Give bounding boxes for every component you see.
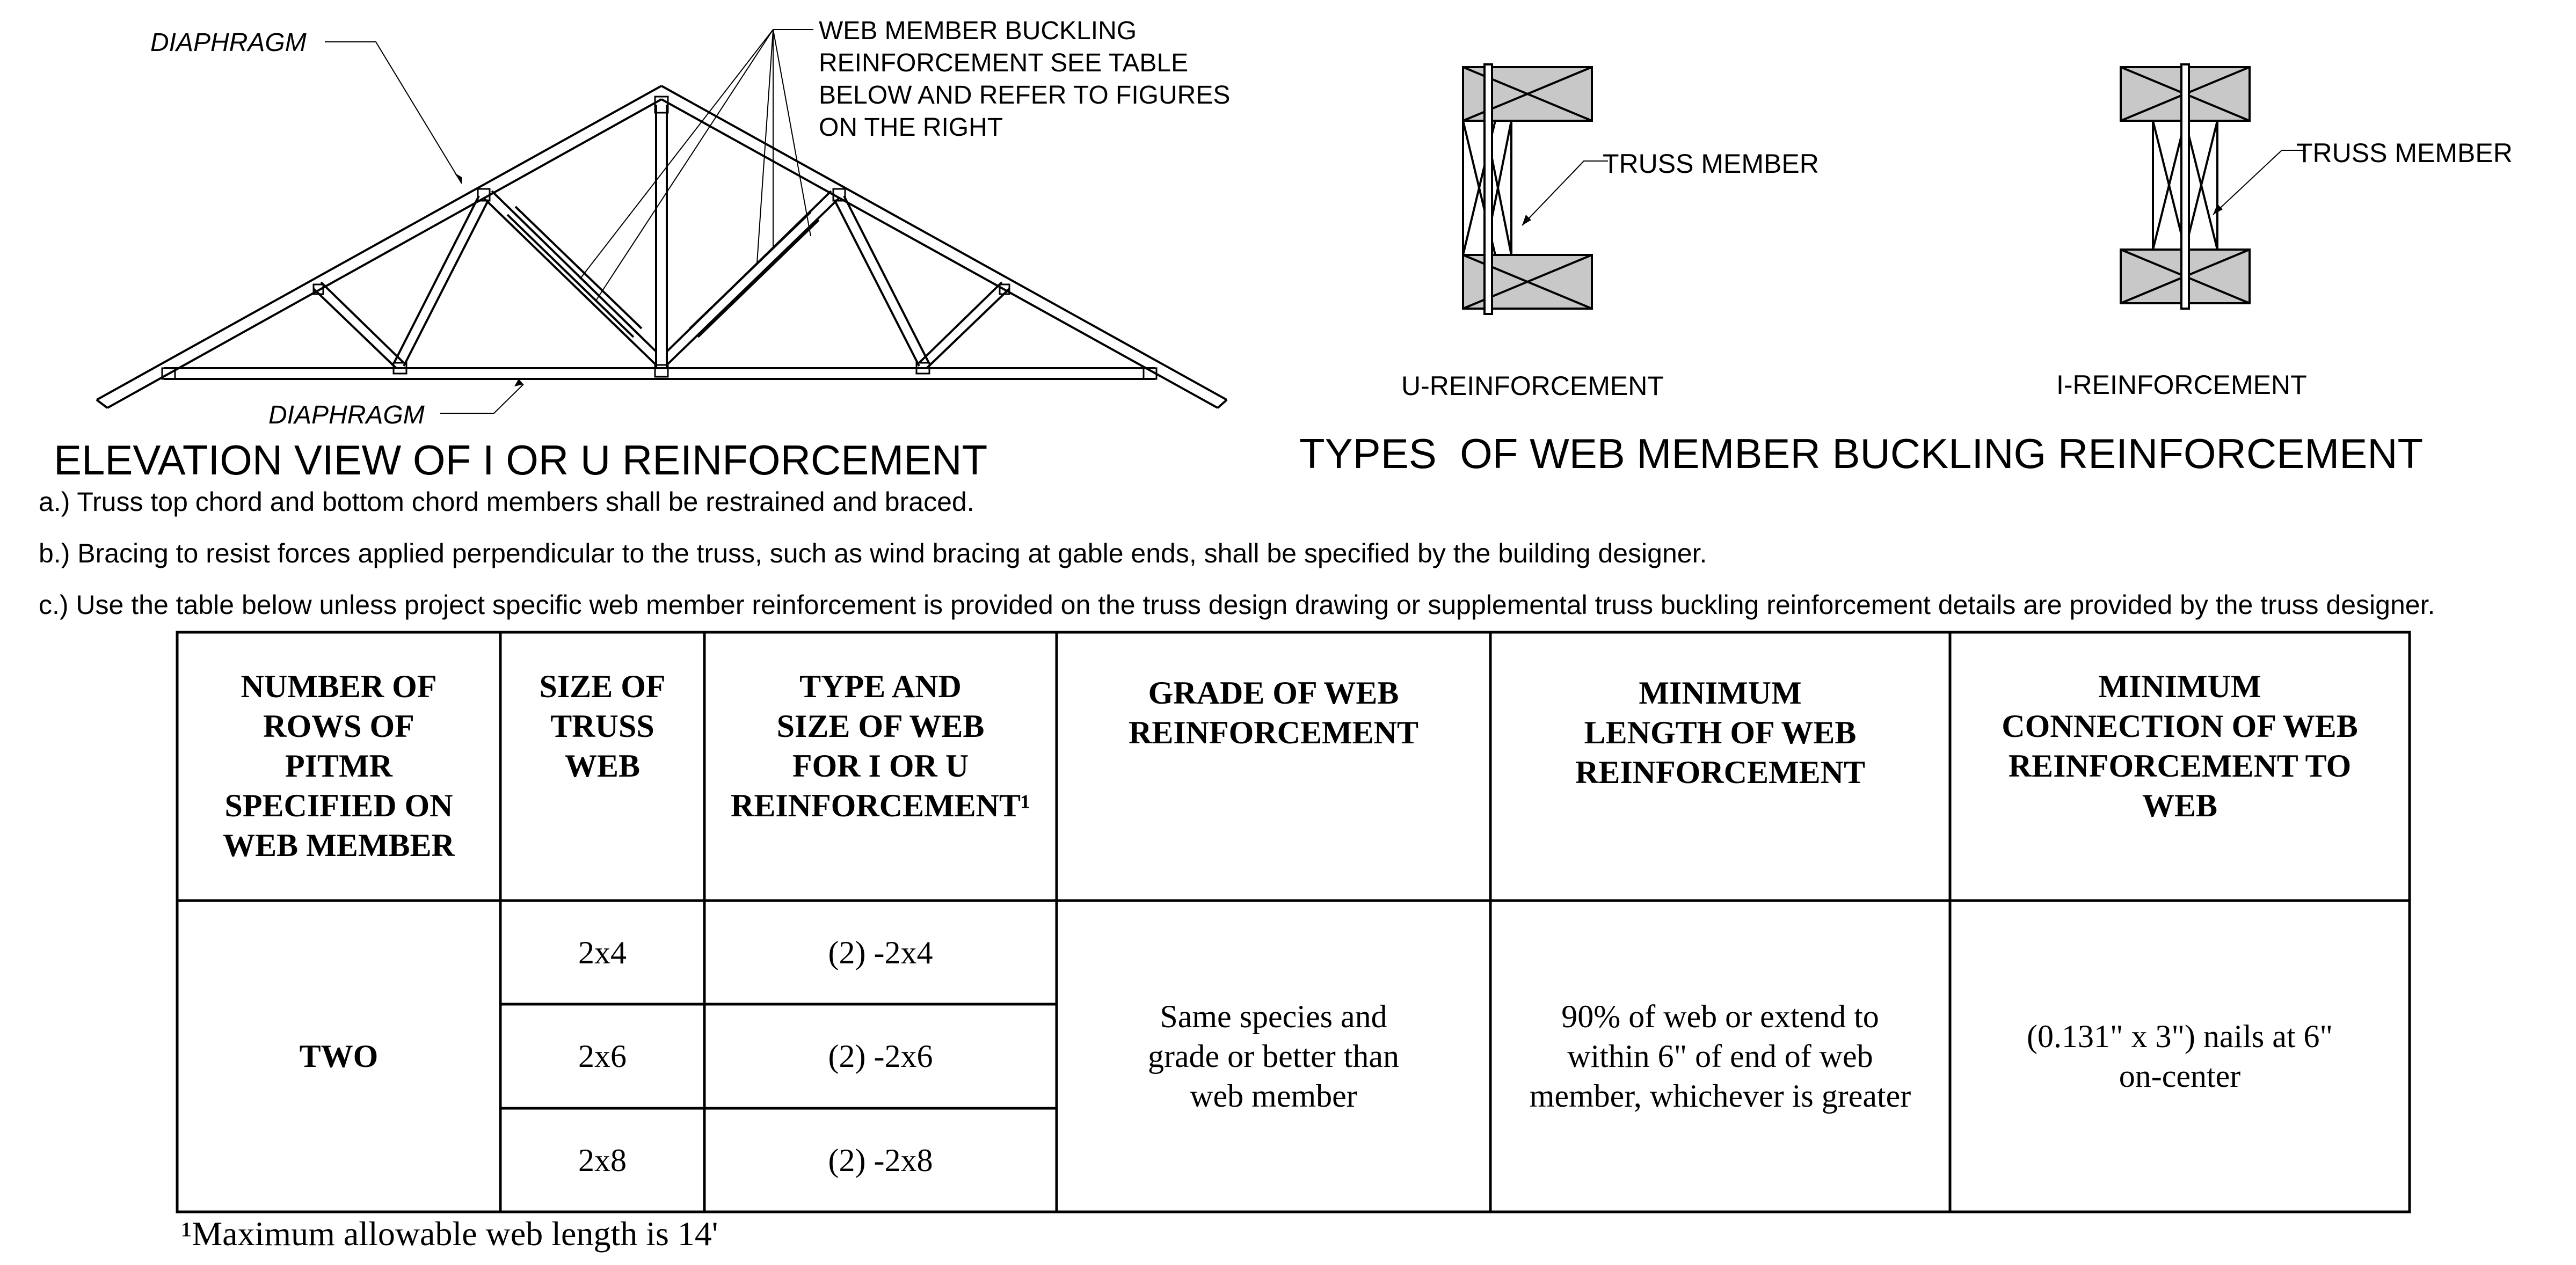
callout-line: REINFORCEMENT SEE TABLE — [819, 49, 1189, 77]
header-line: WEB — [564, 748, 641, 784]
size-cell-2x6: 2x6 — [578, 1039, 627, 1074]
header-grade: GRADE OF WEB REINFORCEMENT — [1057, 632, 1490, 901]
i-truss-member-callout: TRUSS MEMBER — [2296, 138, 2513, 168]
u-reinforcement-drawing — [1462, 63, 1593, 315]
connection-line: on-center — [2119, 1058, 2241, 1094]
header-rows-pitmr: NUMBER OF ROWS OF PITMR SPECIFIED ON WEB… — [177, 632, 500, 901]
callout-line: WEB MEMBER BUCKLING — [819, 17, 1137, 45]
u-reinforcement-label: U-REINFORCEMENT — [1401, 371, 1664, 401]
header-line: PITMR — [285, 748, 392, 784]
truss-elevation-drawing — [96, 29, 1228, 414]
header-line: NUMBER OF — [241, 669, 437, 704]
type-cell-2x4: (2) -2x4 — [828, 934, 933, 970]
header-line: SPECIFIED ON — [224, 788, 453, 823]
rows-value-cell: TWO — [299, 1039, 379, 1074]
header-line: TRUSS — [550, 708, 654, 744]
grade-cell: Same species and grade or better than we… — [1057, 901, 1490, 1212]
length-cell: 90% of web or extend to within 6" of end… — [1490, 901, 1950, 1212]
note-c: c.) Use the table below unless project s… — [39, 590, 2435, 620]
callout-line: ON THE RIGHT — [819, 113, 1003, 142]
i-callout-leader — [2213, 150, 2306, 215]
header-line: GRADE OF WEB — [1148, 675, 1399, 711]
header-line: MINIMUM — [1639, 675, 1802, 711]
connection-line: (0.131" x 3") nails at 6" — [2026, 1019, 2333, 1054]
header-line: REINFORCEMENT — [1575, 755, 1866, 790]
note-b: b.) Bracing to resist forces applied per… — [39, 538, 1707, 568]
types-title: TYPES OF WEB MEMBER BUCKLING REINFORCEME… — [1299, 430, 2424, 477]
type-cell-2x6: (2) -2x6 — [828, 1039, 933, 1074]
header-line: LENGTH OF WEB — [1584, 715, 1857, 750]
elevation-view-title: ELEVATION VIEW OF I OR U REINFORCEMENT — [54, 436, 988, 484]
header-line: CONNECTION OF WEB — [2002, 708, 2358, 744]
header-line: SIZE OF WEB — [776, 708, 985, 744]
u-callout-leader — [1522, 160, 1608, 226]
web-reinforcement-callout: WEB MEMBER BUCKLING REINFORCEMENT SEE TA… — [819, 15, 1230, 144]
grade-line: Same species and — [1160, 999, 1387, 1034]
grade-line: grade or better than — [1147, 1039, 1400, 1074]
size-cell-2x8: 2x8 — [578, 1142, 627, 1178]
diaphragm-top-label: DIAPHRAGM — [150, 28, 307, 57]
header-line: WEB — [2142, 788, 2218, 823]
header-size-of-truss-web: SIZE OF TRUSS WEB — [500, 632, 704, 901]
header-line: SIZE OF — [539, 669, 666, 704]
header-minimum-connection: MINIMUM CONNECTION OF WEB REINFORCEMENT … — [1950, 632, 2410, 901]
size-cell-2x4: 2x4 — [578, 934, 627, 970]
header-line: MINIMUM — [2098, 669, 2261, 704]
header-line: REINFORCEMENT¹ — [730, 788, 1031, 823]
header-line: REINFORCEMENT — [1128, 715, 1419, 750]
header-type-and-size: TYPE AND SIZE OF WEB FOR I OR U REINFORC… — [704, 632, 1057, 901]
header-minimum-length: MINIMUM LENGTH OF WEB REINFORCEMENT — [1490, 632, 1950, 901]
header-line: WEB MEMBER — [223, 828, 455, 863]
header-line: ROWS OF — [263, 708, 414, 744]
note-a: a.) Truss top chord and bottom chord mem… — [39, 487, 974, 517]
i-reinforcement-label: I-REINFORCEMENT — [2056, 370, 2307, 400]
callout-line: BELOW AND REFER TO FIGURES — [819, 81, 1231, 109]
length-line: within 6" of end of web — [1567, 1039, 1873, 1074]
grade-line: web member — [1190, 1078, 1357, 1114]
diaphragm-bottom-label: DIAPHRAGM — [268, 401, 425, 429]
i-reinforcement-drawing — [2120, 63, 2251, 310]
length-line: member, whichever is greater — [1529, 1078, 1911, 1114]
u-truss-member-callout: TRUSS MEMBER — [1603, 149, 1819, 179]
type-cell-2x8: (2) -2x8 — [828, 1142, 933, 1178]
header-line: TYPE AND — [799, 669, 962, 704]
connection-cell: (0.131" x 3") nails at 6" on-center — [1950, 901, 2410, 1212]
length-line: 90% of web or extend to — [1561, 999, 1879, 1034]
footnote: ¹Maximum allowable web length is 14' — [181, 1215, 718, 1253]
header-line: FOR I OR U — [792, 748, 969, 784]
header-line: REINFORCEMENT TO — [2008, 748, 2352, 784]
